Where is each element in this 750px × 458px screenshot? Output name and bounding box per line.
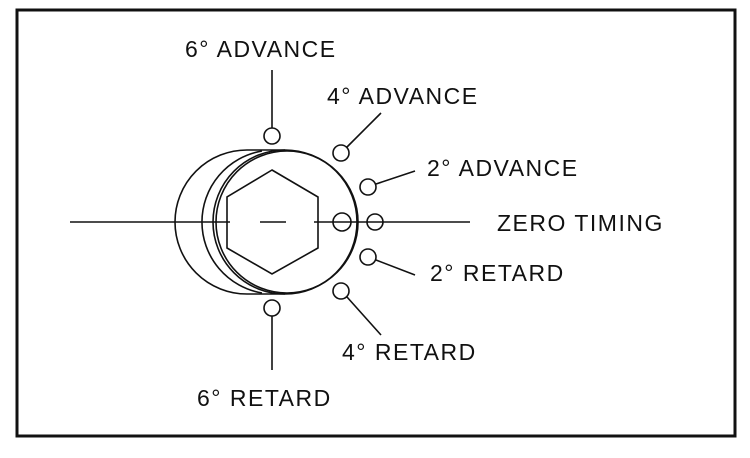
- label-6-retard: 6° RETARD: [197, 385, 332, 411]
- hex-bolt: [226, 169, 319, 275]
- label-2-retard: 2° RETARD: [430, 260, 565, 286]
- label-2-advance: 2° ADVANCE: [427, 155, 579, 181]
- label-4-advance: 4° ADVANCE: [327, 83, 479, 109]
- label-6-advance: 6° ADVANCE: [185, 36, 337, 62]
- mark-pointer: [332, 212, 352, 232]
- frame-border: [15, 8, 737, 438]
- mark-4-retard: [332, 282, 350, 300]
- mark-2-retard: [359, 248, 377, 266]
- leader-lines: [271, 70, 416, 370]
- mark-zero: [366, 213, 384, 231]
- mark-6-advance: [263, 127, 281, 145]
- label-4-retard: 4° RETARD: [342, 339, 477, 365]
- mark-6-retard: [263, 299, 281, 317]
- label-zero-timing: ZERO TIMING: [497, 210, 664, 236]
- mark-4-advance: [332, 144, 350, 162]
- mark-2-advance: [359, 178, 377, 196]
